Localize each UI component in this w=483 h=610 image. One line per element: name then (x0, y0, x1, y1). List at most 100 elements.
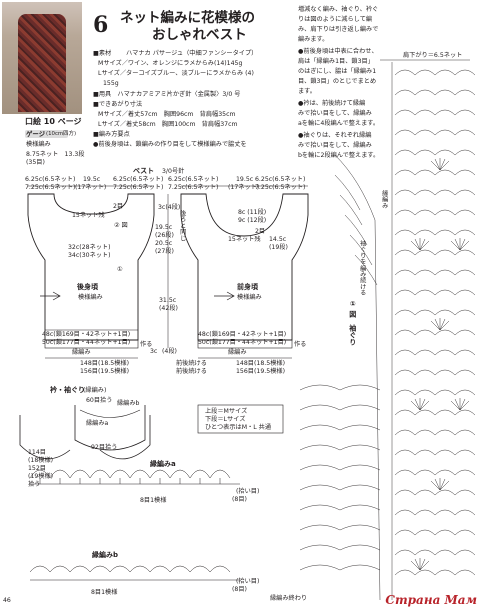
method-label: ■編み方要点 (93, 131, 130, 138)
arm-right-label: (8目) (232, 496, 247, 503)
neck-bottom: 92目拾う (91, 444, 118, 451)
back-neck-depth2: 2目 (113, 203, 124, 210)
vest-caption: ベスト (133, 167, 155, 175)
materials-line-3: Lサイズ／ターコイズブルー、淡ブルーにラメからみ (4) (98, 70, 254, 77)
materials-line-2: Mサイズ／ワイン、オレンジにラメからみ(14)145g (98, 60, 243, 67)
legend-line-2: 下段＝Lサイズ (205, 416, 246, 423)
mid-bottom: 3c (150, 348, 158, 355)
gauge-rows: (35目) (26, 159, 45, 166)
back-armhole2: 34c(30ネット) (68, 252, 111, 259)
mid-len2: (42段) (159, 305, 178, 312)
back-rows: 48c(鎖169目・42ネット+1目) (42, 331, 131, 338)
front-top-right2: 7.25c(6.5ネット) (255, 184, 306, 191)
back-bottom2: 156目(19.5模様) (80, 368, 129, 375)
materials-line-4: 155g (103, 80, 119, 87)
legend-line-1: 上段＝Mサイズ (205, 408, 248, 415)
front-label: 前身頃 (237, 283, 258, 291)
front-top-left2: 7.25c(6.5ネット) (168, 184, 219, 191)
back-label: 後身頃 (77, 283, 98, 291)
back-top-right: 6.25c(6.5ネット) (113, 176, 164, 183)
mid-side: 19.5c (155, 224, 173, 231)
back-cont: 前後続ける (176, 360, 207, 367)
mid-side4: (27段) (155, 248, 174, 255)
instr-12: ●袖ぐりは、それぞれ縁編 (298, 132, 372, 139)
instr-13: みで拾い目をして、縁編み (298, 142, 372, 149)
back-edge: 縁編み (72, 349, 91, 356)
front-rows2: 50c(鎖177目・44ネット+1目) (198, 339, 287, 346)
front-bottom2: 156目(19.5模様) (236, 368, 285, 375)
back-sub: 模様編み (78, 294, 103, 301)
gauge-label: ゲージ (26, 130, 46, 138)
size-label: ■できあがり寸法 (93, 101, 143, 108)
front-bottom: 148目(18.5模様) (236, 360, 285, 367)
vest-photo-body (18, 14, 66, 112)
instr-9: ●衿は、前後続けて縁編 (298, 100, 366, 107)
materials-label: ■素材 (93, 50, 112, 57)
front-neck2: (17ネット) (228, 184, 260, 191)
mid-side3: 20.5c (155, 240, 173, 247)
mid-len: 31.5c (159, 297, 177, 304)
back-bottom: 148目(18.5模様) (80, 360, 129, 367)
size-l: Lサイズ／着丈58cm 胸囲100cm 背肩幅37cm (98, 121, 238, 128)
edging-a-start: (拾い目) (236, 488, 260, 495)
photo-ref: 口絵 10 ページ (25, 117, 82, 126)
instr-0: 増減なく編み、袖ぐり、衿ぐ (298, 6, 379, 13)
front-neck-rem: 15ネット残 (228, 236, 261, 243)
pattern-number: 6 (93, 12, 109, 38)
chart-shoulder: 肩下がり＝6.5ネット (403, 52, 463, 59)
gauge-unit: (10cm四方) (46, 131, 77, 137)
watermark: Страна Мам (385, 593, 477, 607)
mid-shoulder: 3c(4段) (158, 204, 181, 211)
arm-right-label2: (8目) (232, 586, 247, 593)
back-neck-2: (17ネット) (75, 184, 107, 191)
front-made: 作る (294, 341, 307, 348)
back-armhole: 32c(28ネット) (68, 244, 111, 251)
edging-b-repeat: 8目1模様 (91, 589, 118, 596)
arm-count4: (19模様) (28, 473, 54, 480)
front-neck-side: 14.5c (269, 236, 287, 243)
edging-a-label: 縁編みa (150, 460, 176, 468)
instr-11: aを輪に4段編んで整えます。 (298, 120, 380, 127)
gauge-chip (25, 130, 68, 138)
front-neck-rem2: 2目 (255, 228, 266, 235)
back-pattern-num: ① (117, 266, 123, 273)
front-neck-side2: (19段) (269, 244, 288, 251)
tool-line: ■用具 ハマナカアミアミ片かぎ針〈金属製〉3/0 号 (93, 91, 241, 98)
back-top-left: 6.25c(6.5ネット) (25, 176, 76, 183)
instr-4: ●前後身頃は中表に合わせ、 (298, 48, 378, 55)
size-m: Mサイズ／着丈57cm 胸囲96cm 背肩幅35cm (98, 111, 236, 118)
gauge-values: 8.75ネット 13.3段 (26, 151, 85, 158)
front-neck-depth: 8c (11段) (238, 209, 267, 216)
page-number: 46 (3, 597, 11, 604)
collar-title: 衿・袖ぐり (50, 386, 85, 394)
title-line-2: おしゃれベスト (152, 27, 247, 43)
front-cont: 前後続ける (176, 368, 207, 375)
mid-bottom2: (4段) (162, 348, 177, 355)
back-made: 作る (140, 341, 153, 348)
instr-5: 肩は「縁編み1目、鎖3目」 (298, 58, 374, 65)
front-top-right: 6.25c(6.5ネット) (255, 176, 306, 183)
chart-armhole-label: ① 図 袖ぐり (348, 300, 357, 346)
neck-mid: 縁編みa (86, 420, 109, 427)
chart-edge-label: 縁編み (380, 190, 388, 209)
title-line-1: ネット編みに花模様の (120, 10, 255, 26)
back-neck-depth: 15ネット残 (72, 212, 105, 219)
arm-label: 縁編みb (117, 400, 140, 407)
instr-7: 目、鎖3目」のとじでまとめ (298, 78, 377, 85)
edging-a-repeat: 8目1模様 (140, 497, 167, 504)
instr-14: bを輪に2段編んで整えます。 (298, 152, 380, 159)
instr-10: みで拾い目をして、縁編み (298, 110, 372, 117)
figure-2-note: ② 図 (114, 222, 128, 229)
edging-b-start: (拾い目) (236, 578, 260, 585)
back-top-right2: 7.25c(6.5ネット) (113, 184, 164, 191)
arm-count: 114目 (28, 449, 46, 456)
instr-3: 編みます。 (298, 36, 329, 43)
front-neck-depth2: 9c (12段) (238, 217, 267, 224)
collar-subtitle: (縁編み) (83, 387, 107, 394)
front-edge: 縁編み (228, 349, 247, 356)
instr-1: りは図のように減らして編 (298, 16, 373, 23)
vest-hook: 3/0号針 (162, 168, 185, 175)
arm-count2: (18模様) (28, 457, 54, 464)
mid-side2: (26段) (155, 232, 174, 239)
